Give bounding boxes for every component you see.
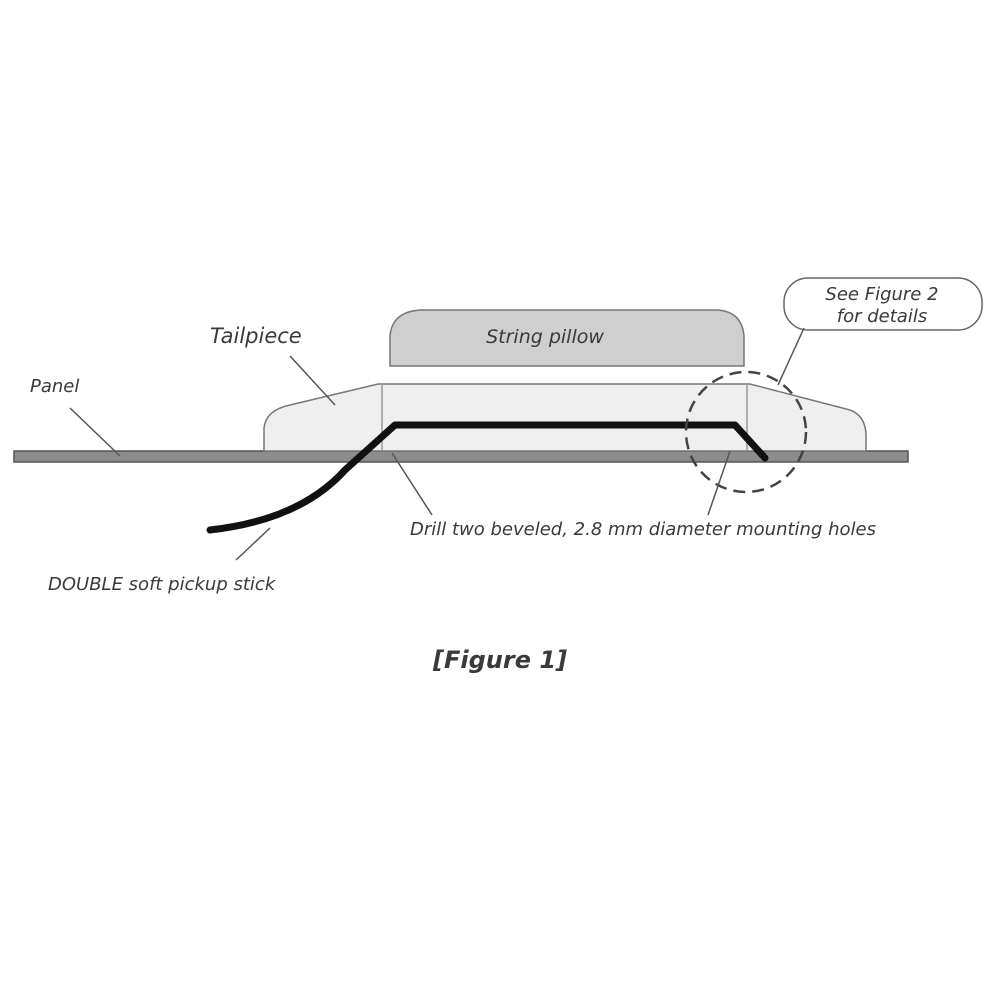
string-pillow-label: String pillow	[486, 326, 604, 348]
pickup-stick-label: DOUBLE soft pickup stick	[48, 574, 277, 595]
callout-text-line1: See Figure 2	[825, 284, 938, 305]
panel-leader	[69, 407, 121, 457]
detail-circle	[684, 370, 808, 494]
panel	[13, 450, 909, 463]
panel-label: Panel	[30, 376, 79, 397]
callout-leader	[777, 327, 805, 386]
callout-bubble	[783, 277, 983, 331]
tailpiece-label: Tailpiece	[210, 324, 302, 348]
figure-caption: [Figure 1]	[432, 646, 567, 674]
drill-leader-left	[391, 452, 433, 516]
callout-text-line2: for details	[837, 306, 927, 327]
pickup-stick	[206, 421, 769, 534]
string-pillow	[389, 309, 745, 367]
tailpiece-leader	[289, 355, 336, 406]
drill-note-label: Drill two beveled, 2.8 mm diameter mount…	[410, 519, 876, 540]
drill-leader-right	[707, 450, 731, 516]
stick-leader	[235, 527, 271, 561]
tailpiece	[263, 383, 867, 452]
